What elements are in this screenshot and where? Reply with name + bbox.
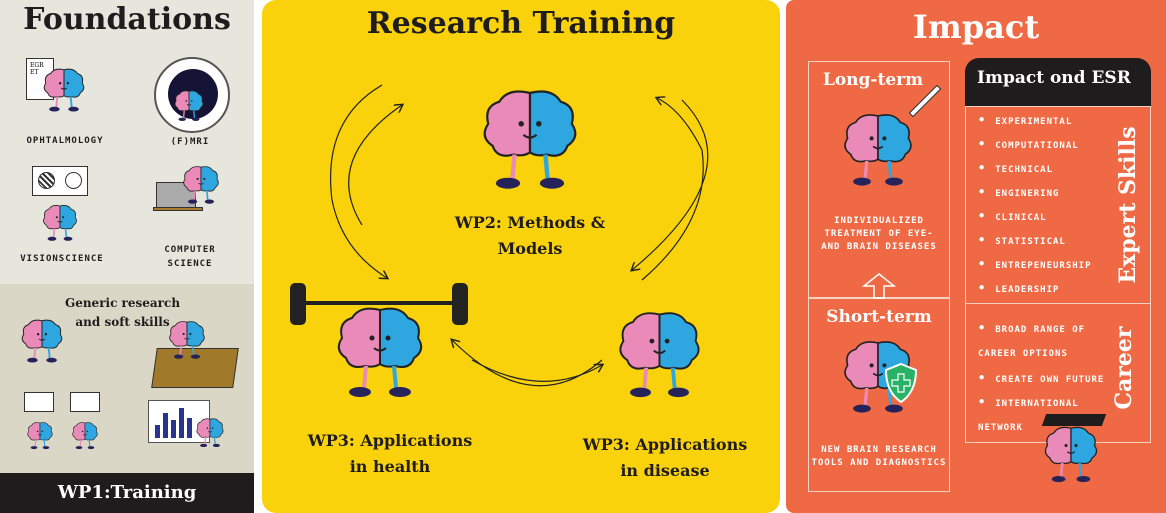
foundations-title: Foundations bbox=[23, 2, 231, 37]
wp3-health-label: WP3: Applications in health bbox=[307, 431, 473, 476]
up-arrow-icon bbox=[862, 273, 896, 299]
research-training-panel bbox=[262, 0, 780, 513]
brain-mascot-graduate bbox=[1040, 422, 1102, 484]
career-item: INTERNATIONAL NETWORK bbox=[978, 390, 1118, 440]
wp2-label: WP2: Methods & Models bbox=[454, 213, 606, 258]
expert-skills-list: EXPERIMENTAL COMPUTATIONAL TECHNICAL ENG… bbox=[978, 108, 1092, 300]
short-term-heading: Short-term bbox=[826, 307, 932, 327]
career-label: Career bbox=[1111, 326, 1137, 410]
career-item: BROAD RANGE OF CAREER OPTIONS bbox=[978, 316, 1118, 366]
brain-mascot-puzzle bbox=[166, 318, 208, 360]
expert-skills-label: Expert Skills bbox=[1115, 126, 1141, 284]
barbell-weight-icon bbox=[452, 283, 468, 325]
brain-mascot-bandaged bbox=[612, 305, 707, 400]
wp3-disease-label: WP3: Applications in disease bbox=[582, 435, 748, 480]
speech-bubble-icon bbox=[24, 392, 54, 412]
brain-mascot-ophthalmology bbox=[40, 65, 88, 113]
skill-item: COMPUTATIONAL bbox=[978, 132, 1092, 156]
impact-title: Impact bbox=[912, 8, 1040, 46]
generic-skills-title: Generic research and soft skills bbox=[64, 296, 181, 329]
skill-item: EXPERIMENTAL bbox=[978, 108, 1092, 132]
skill-item: ENTREPENEURSHIP bbox=[978, 252, 1092, 276]
brain-mascot-weightlifting bbox=[330, 300, 430, 400]
research-training-title: Research Training bbox=[366, 6, 676, 41]
short-term-text: NEW BRAIN RESEARCH TOOLS AND DIAGNOSTICS bbox=[811, 445, 947, 468]
brain-mascot-vision bbox=[40, 202, 80, 242]
long-term-heading: Long-term bbox=[822, 70, 924, 90]
label-computer-science: COMPUTER SCIENCE bbox=[164, 245, 216, 269]
esr-heading: Impact ond ESR bbox=[965, 58, 1151, 106]
brain-mascot-magnifier bbox=[18, 316, 66, 364]
shield-plus-icon bbox=[884, 362, 918, 404]
label-visionscience: VISIONSCIENCE bbox=[20, 254, 104, 264]
brain-mascot-running bbox=[475, 82, 585, 192]
cycle-arrows bbox=[330, 84, 709, 387]
skill-item: TECHNICAL bbox=[978, 156, 1092, 180]
label-ophthalmology: OPHTALMOLOGY bbox=[26, 136, 104, 146]
vision-stimulus-icon bbox=[32, 166, 88, 196]
skill-item: ENGINERING bbox=[978, 180, 1092, 204]
long-term-text: INDIVIDUALIZED TREATMENT OF EYE- AND BRA… bbox=[821, 216, 937, 252]
skill-item: LEADERSHIP bbox=[978, 276, 1092, 300]
brain-mascot-computer bbox=[180, 163, 222, 205]
brain-mascot-mri bbox=[172, 88, 206, 122]
label-fmri: (F)MRI bbox=[170, 137, 210, 147]
career-list: BROAD RANGE OF CAREER OPTIONS CREATE OWN… bbox=[978, 316, 1118, 440]
speech-bubble-icon bbox=[70, 392, 100, 412]
wp1-training-footer: WP1:Training bbox=[0, 473, 254, 513]
skill-item: STATISTICAL bbox=[978, 228, 1092, 252]
barbell-weight-icon bbox=[290, 283, 306, 325]
brain-mascot-syringe bbox=[838, 108, 918, 188]
brain-mascot-presenting bbox=[194, 416, 226, 448]
brain-mascot-talking bbox=[70, 420, 100, 450]
desk-icon bbox=[153, 207, 203, 211]
brain-mascot-talking bbox=[25, 420, 55, 450]
skill-item: CLINICAL bbox=[978, 204, 1092, 228]
career-item: CREATE OWN FUTURE bbox=[978, 366, 1118, 390]
barbell-bar-icon bbox=[298, 301, 468, 305]
